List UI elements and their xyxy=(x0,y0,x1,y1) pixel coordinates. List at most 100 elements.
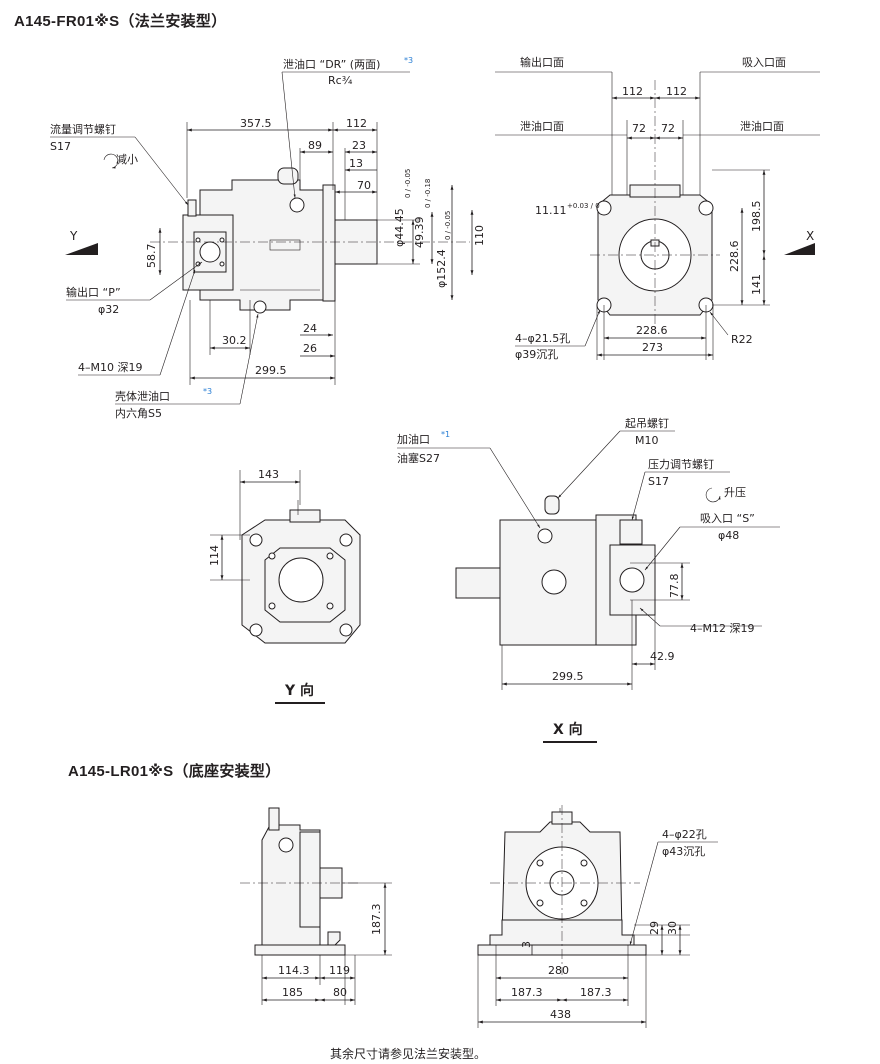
mounting-flange xyxy=(322,184,336,302)
dim-49-39: 49.39 xyxy=(413,217,426,249)
dim-30-2: 30.2 xyxy=(222,334,247,347)
dim-112: 112 xyxy=(346,117,367,130)
holes-label: 4–φ21.5孔 xyxy=(515,332,570,345)
fill-plug xyxy=(537,528,553,544)
hex-label: 内六角S5 xyxy=(115,406,162,420)
dim-77-8: 77.8 xyxy=(668,574,681,599)
flow-screw-label: 流量调节螺钉 xyxy=(50,122,116,136)
plug-label: 油塞S27 xyxy=(397,451,440,465)
m12-label: 4–M12 深19 xyxy=(690,622,754,635)
increase-label: 升压 xyxy=(724,486,746,499)
dim-143: 143 xyxy=(258,468,279,481)
dim-72a: 72 xyxy=(632,122,646,135)
dim-30: 30 xyxy=(666,921,679,935)
dim-114: 114 xyxy=(208,545,221,566)
dim-187-3-b: 187.3 xyxy=(580,986,612,999)
dim-280: 280 xyxy=(548,964,569,977)
dim-110: 110 xyxy=(473,225,486,246)
dim-273: 273 xyxy=(642,341,663,354)
drain-face-right-label: 泄油口面 xyxy=(740,119,784,133)
side-view: 357.5 112 89 23 13 70 φ44.45 0 / -0.05 4… xyxy=(50,56,486,420)
fill-port-label: 加油口 xyxy=(397,432,430,446)
base-counterbore-label: φ43沉孔 xyxy=(662,845,705,858)
outlet-port xyxy=(199,241,221,263)
y-view-port xyxy=(278,557,324,603)
counterbore-label: φ39沉孔 xyxy=(515,348,558,361)
x-view-inlet-port xyxy=(619,567,645,593)
pressure-screw-size: S17 xyxy=(648,475,669,488)
dim-438: 438 xyxy=(550,1008,571,1021)
dim-58-7: 58.7 xyxy=(145,244,158,269)
y-view-arrow-icon xyxy=(65,243,98,255)
radius-label: R22 xyxy=(731,333,753,346)
x-view-pressure-screw xyxy=(619,519,643,545)
dim-141: 141 xyxy=(750,274,763,295)
dim-228-6-v: 228.6 xyxy=(728,241,741,273)
fill-port-star: *1 xyxy=(441,430,450,439)
lifting-eye xyxy=(277,167,299,185)
base-holes-label: 4–φ22孔 xyxy=(662,828,707,841)
dim-119: 119 xyxy=(329,964,350,977)
x-view-lift-eye xyxy=(544,495,560,515)
dim-89: 89 xyxy=(308,139,322,152)
case-drain-star: *3 xyxy=(203,387,212,396)
y-view: 143 114 Y 向 xyxy=(208,468,361,704)
front-view: 输出口面 吸入口面 112 112 泄油口面 泄油口面 72 72 11.11 … xyxy=(495,55,820,361)
y-view-label: Y 向 xyxy=(284,682,314,699)
dim-299-5: 299.5 xyxy=(255,364,287,377)
dim-228-6-h: 228.6 xyxy=(636,324,668,337)
x-view-shaft xyxy=(455,567,501,599)
key-11-11: 11.11 xyxy=(535,204,567,217)
dim-72b: 72 xyxy=(661,122,675,135)
base-front-view: 4–φ22孔 φ43沉孔 29 30 3 280 187.3 187.3 438 xyxy=(477,805,718,1028)
dim-3: 3 xyxy=(520,941,533,948)
dim-24: 24 xyxy=(303,322,317,335)
dim-23: 23 xyxy=(352,139,366,152)
drain-port-star: *3 xyxy=(404,56,413,65)
dim-357-5: 357.5 xyxy=(240,117,272,130)
footnote: 其余尺寸请参见法兰安装型。 xyxy=(330,1046,486,1061)
dim-shaft-44-45: φ44.45 xyxy=(393,208,406,247)
inlet-face-label: 吸入口面 xyxy=(742,56,786,69)
dim-299-5-x: 299.5 xyxy=(552,670,584,683)
dim-112a: 112 xyxy=(622,85,643,98)
dim-187-3-v: 187.3 xyxy=(370,904,383,936)
x-marker-label: X xyxy=(806,229,814,243)
flange-mount-title: A145-FR01※S（法兰安装型） xyxy=(14,13,227,30)
lift-bolt-label: 起吊螺钉 xyxy=(625,417,669,430)
dim-26: 26 xyxy=(303,342,317,355)
dim-13: 13 xyxy=(349,157,363,170)
x-view-label: X 向 xyxy=(553,721,583,738)
case-drain-label: 壳体泄油口 xyxy=(115,389,170,403)
drain-port-label: 泄油口 “DR” (两面) xyxy=(283,57,380,71)
dim-198-5: 198.5 xyxy=(750,201,763,233)
drain-port-dr xyxy=(289,197,305,213)
drain-thread-label: Rc¾ xyxy=(328,74,353,87)
base-side-view: 187.3 114.3 119 185 80 xyxy=(240,807,392,1005)
base-side-foot xyxy=(254,944,346,956)
dim-49-39-tol: 0 / -0.18 xyxy=(424,179,432,208)
dim-152-4-tol: 0 / -0.05 xyxy=(444,211,452,240)
inlet-dia: φ48 xyxy=(718,529,739,542)
increase-arrow-icon xyxy=(705,487,721,503)
y-marker-label: Y xyxy=(69,229,78,243)
m10-label: 4–M10 深19 xyxy=(78,361,142,374)
flow-screw-size: S17 xyxy=(50,140,71,153)
mount-hole-tr xyxy=(698,200,714,216)
mount-hole-tl xyxy=(596,200,612,216)
dim-42-9: 42.9 xyxy=(650,650,675,663)
dim-70: 70 xyxy=(357,179,371,192)
outlet-label: 输出口 “P” xyxy=(66,285,121,299)
dim-185: 185 xyxy=(282,986,303,999)
dim-shaft-44-45-tol: 0 / -0.05 xyxy=(404,169,412,198)
key-tol: +0.03 / 0 xyxy=(567,202,600,210)
lift-bolt-size: M10 xyxy=(635,434,659,447)
outlet-dia: φ32 xyxy=(98,303,119,316)
dim-152-4: φ152.4 xyxy=(435,249,448,288)
x-view: 加油口 *1 油塞S27 起吊螺钉 M10 压力调节螺钉 S17 升压 吸入口 … xyxy=(397,417,780,743)
dim-80: 80 xyxy=(333,986,347,999)
dim-112b: 112 xyxy=(666,85,687,98)
dim-29: 29 xyxy=(648,921,661,935)
pressure-screw-label: 压力调节螺钉 xyxy=(648,458,714,471)
